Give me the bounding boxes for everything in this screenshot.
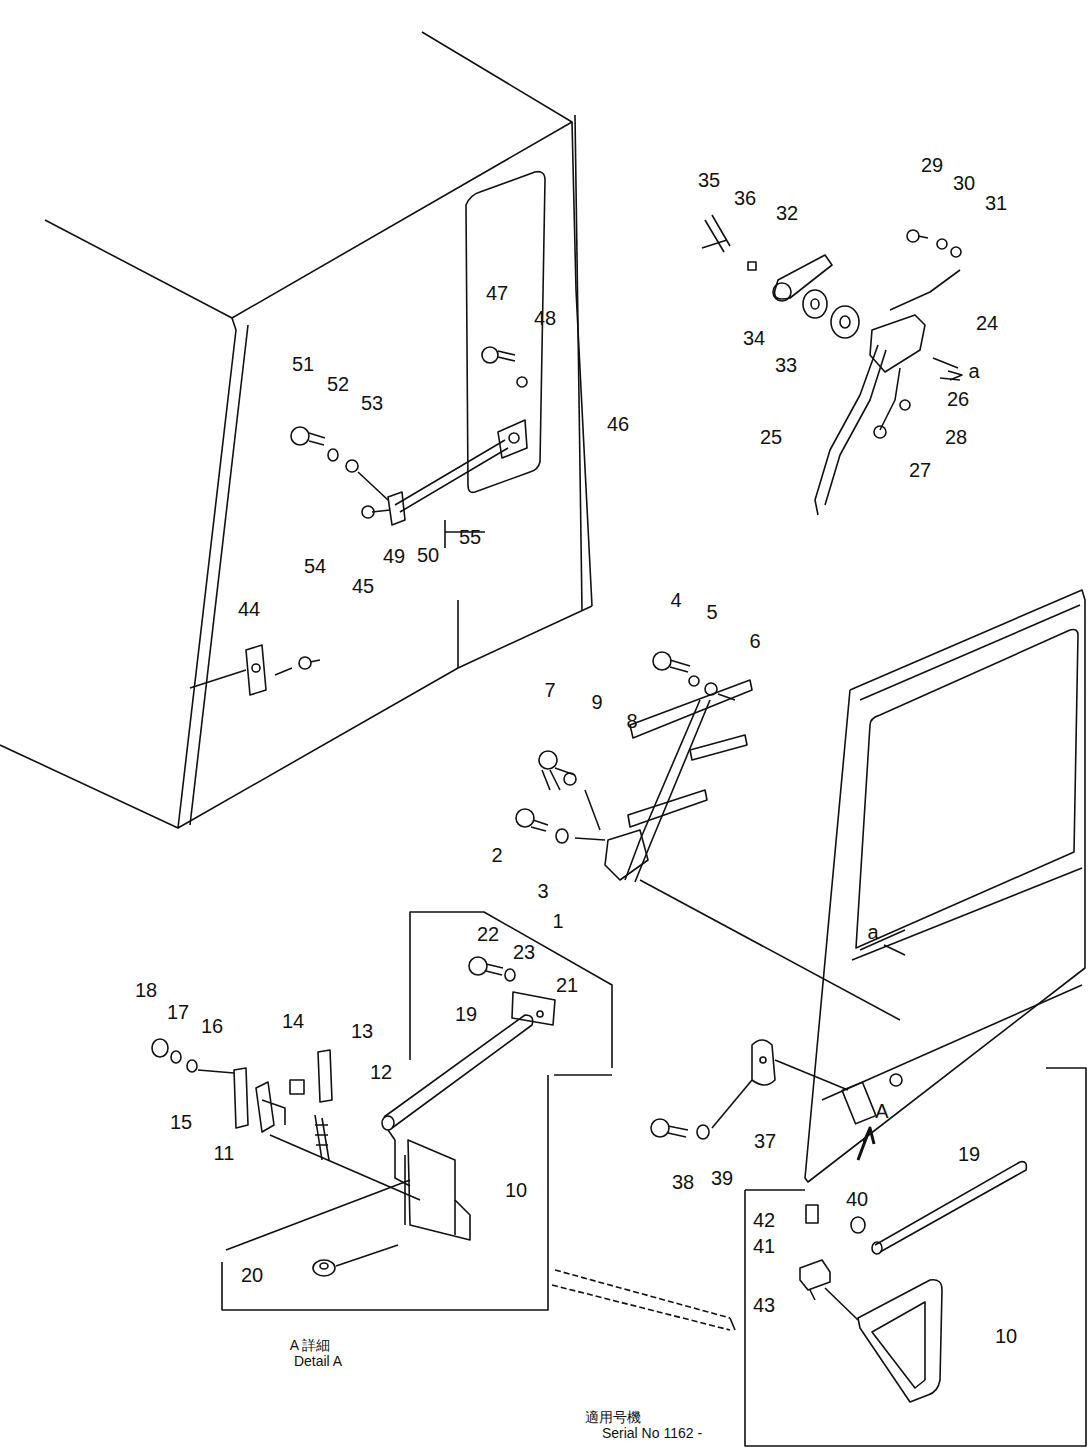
callout-number: 54	[304, 556, 326, 576]
note-text: A 詳細	[290, 1338, 330, 1352]
callout-number: 44	[238, 599, 260, 619]
callout-number: 8	[626, 711, 637, 731]
handle-parts	[651, 1040, 848, 1139]
callout-number: 6	[749, 631, 760, 651]
callout-number: 15	[170, 1112, 192, 1132]
callout-number: 10	[995, 1326, 1017, 1346]
lower-latch-parts	[800, 1162, 1026, 1402]
door-stay	[516, 652, 900, 1020]
callout-number: 28	[945, 427, 967, 447]
cab-outline	[0, 32, 592, 828]
callout-number: 43	[753, 1295, 775, 1315]
callout-number: 39	[711, 1168, 733, 1188]
callout-number: 19	[455, 1004, 477, 1024]
callout-number: 3	[537, 881, 548, 901]
callout-number: 13	[351, 1021, 373, 1041]
callout-number: 9	[591, 692, 602, 712]
detail-parts	[152, 957, 555, 1276]
callout-number: 10	[505, 1180, 527, 1200]
callout-number: 11	[214, 1143, 235, 1163]
note-text: 適用号機	[585, 1410, 641, 1424]
callout-number: 14	[282, 1011, 304, 1031]
leader-line	[940, 378, 960, 380]
callout-number: 35	[698, 170, 720, 190]
callout-number: 51	[292, 354, 314, 374]
callout-number: 36	[734, 188, 756, 208]
callout-number: 48	[534, 308, 556, 328]
note-text: Detail A	[294, 1354, 342, 1368]
callout-number: 23	[513, 942, 535, 962]
callout-number: 22	[477, 924, 499, 944]
callout-number: 31	[985, 193, 1007, 213]
callout-number: 25	[760, 427, 782, 447]
callout-number: 30	[953, 173, 975, 193]
callout-number: 47	[486, 283, 508, 303]
callout-number: 24	[976, 313, 998, 333]
callout-number: 55	[459, 527, 481, 547]
callout-number: 21	[556, 975, 578, 995]
callout-number: 18	[135, 980, 157, 1000]
callout-number: 38	[672, 1172, 694, 1192]
callout-number: 27	[909, 460, 931, 480]
callout-number: 19	[958, 1144, 980, 1164]
callout-number: a	[968, 361, 979, 381]
latch-linkage	[702, 215, 962, 515]
callout-number: 16	[201, 1016, 223, 1036]
callout-number: 4	[670, 590, 681, 610]
callout-number: A	[875, 1101, 888, 1121]
callout-number: 20	[241, 1265, 263, 1285]
detail-frame	[222, 912, 612, 1310]
callout-number: 53	[361, 393, 383, 413]
striker-parts	[190, 347, 527, 695]
callout-number: 40	[846, 1189, 868, 1209]
callout-number: 12	[370, 1062, 392, 1082]
callout-number: 5	[706, 602, 717, 622]
callout-number: 2	[491, 845, 502, 865]
callout-number: 7	[544, 680, 555, 700]
callout-number: 49	[383, 546, 405, 566]
callout-number: 1	[552, 911, 563, 931]
callout-number: 52	[327, 374, 349, 394]
callout-number: 37	[754, 1131, 776, 1151]
detail-frame-lower	[552, 1068, 1086, 1446]
callout-number: 41	[753, 1236, 775, 1256]
callout-number: 32	[776, 203, 798, 223]
callout-number: 46	[607, 414, 629, 434]
note-text: Serial No 1162 -	[602, 1426, 702, 1440]
callout-number: 42	[753, 1210, 775, 1230]
callout-number: 50	[417, 545, 439, 565]
callout-number: 33	[775, 355, 797, 375]
leader-line	[884, 945, 905, 955]
callout-number: 17	[167, 1002, 189, 1022]
callout-number: 29	[921, 155, 943, 175]
callout-number: 26	[947, 389, 969, 409]
callout-number: 45	[352, 576, 374, 596]
callout-number: 34	[743, 328, 765, 348]
door-outline	[805, 590, 1085, 1182]
callout-number: a	[867, 922, 878, 942]
